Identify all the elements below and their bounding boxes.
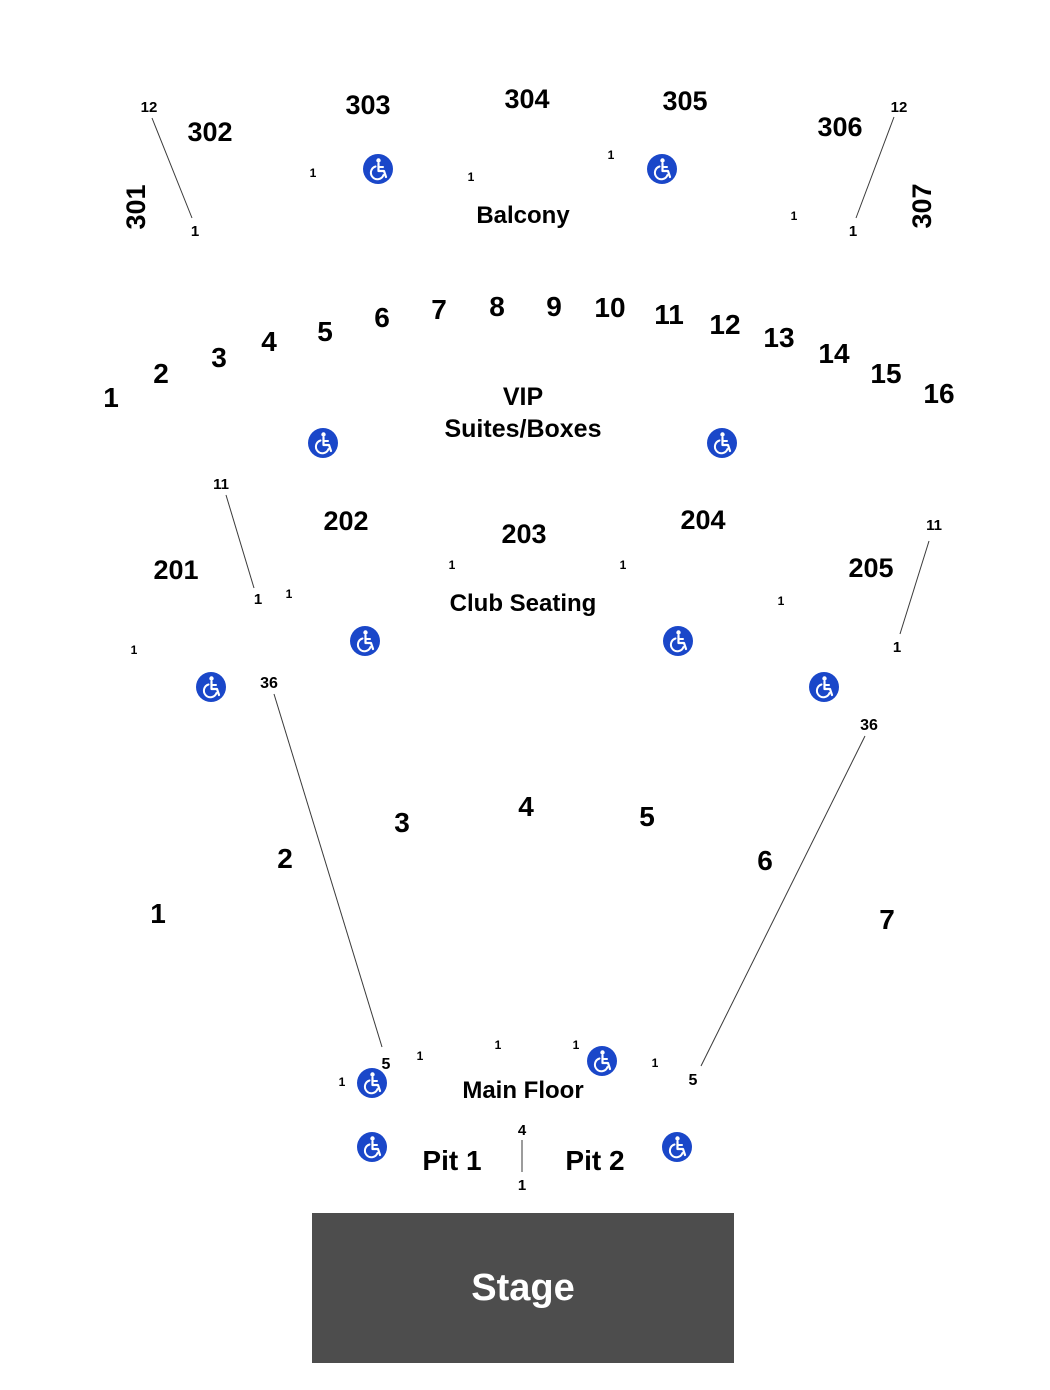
row-label: 1: [417, 1049, 424, 1063]
row-label: 1: [573, 1038, 580, 1052]
row-label: 1: [518, 1177, 526, 1194]
vip-box-13[interactable]: 13: [763, 322, 794, 353]
floor-right-row-line: [700, 735, 866, 1067]
floor-section-5[interactable]: 5: [639, 801, 655, 832]
vip-box-16[interactable]: 16: [923, 378, 954, 409]
row-label: 1: [131, 643, 138, 657]
main-floor-label: Main Floor: [462, 1077, 583, 1104]
club-section-201[interactable]: 201: [153, 555, 198, 585]
vip-box-5[interactable]: 5: [317, 316, 333, 347]
stage: Stage: [312, 1213, 734, 1363]
floor-section-6[interactable]: 6: [757, 845, 773, 876]
floor-section-3[interactable]: 3: [394, 807, 410, 838]
balcony-right-row-line: [855, 116, 895, 219]
row-label: 1: [893, 639, 901, 656]
row-label: 1: [849, 223, 857, 240]
club-section-202[interactable]: 202: [323, 506, 368, 536]
wheelchair-icon: [355, 1130, 389, 1164]
club-section-203[interactable]: 203: [501, 519, 546, 549]
row-label: 1: [191, 223, 199, 240]
stage-block: [312, 1213, 734, 1363]
club-right-row-line: [899, 540, 930, 635]
wheelchair-icon: [645, 152, 679, 186]
row-label: 36: [260, 675, 278, 692]
vip-level: 1 2 3 4 5 6 7 8 9 10 11 12 13 14 15 16 V…: [103, 291, 955, 460]
row-label: 11: [926, 517, 942, 534]
row-label: 1: [339, 1075, 346, 1089]
wheelchair-icon: [355, 1066, 389, 1100]
club-label: Club Seating: [450, 590, 597, 617]
vip-box-6[interactable]: 6: [374, 302, 390, 333]
wheelchair-icon: [306, 426, 340, 460]
vip-box-10[interactable]: 10: [594, 292, 625, 323]
balcony-left-row-line: [151, 117, 193, 219]
vip-box-2[interactable]: 2: [153, 358, 169, 389]
vip-box-3[interactable]: 3: [211, 342, 227, 373]
row-label: 1: [791, 209, 798, 223]
floor-section-1[interactable]: 1: [150, 898, 166, 929]
club-left-row-line: [225, 494, 255, 589]
row-label: 4: [518, 1122, 527, 1139]
wheelchair-icon: [660, 1130, 694, 1164]
row-label: 1: [778, 594, 785, 608]
balcony-section-307[interactable]: 307: [907, 183, 937, 228]
floor-section-4[interactable]: 4: [518, 791, 534, 822]
balcony-section-302[interactable]: 302: [187, 117, 232, 147]
vip-box-15[interactable]: 15: [870, 358, 901, 389]
vip-box-1[interactable]: 1: [103, 382, 119, 413]
balcony-label: Balcony: [476, 202, 570, 229]
pit-level: Pit 1 Pit 2 4 1: [355, 1122, 694, 1194]
balcony-section-305[interactable]: 305: [662, 86, 707, 116]
row-label: 1: [652, 1056, 659, 1070]
floor-section-2[interactable]: 2: [277, 843, 293, 874]
floor-left-row-line: [273, 693, 383, 1048]
pit-section-2[interactable]: Pit 2: [565, 1145, 624, 1176]
wheelchair-icon: [361, 152, 395, 186]
row-label: 1: [254, 591, 262, 608]
row-label: 1: [449, 558, 456, 572]
vip-box-7[interactable]: 7: [431, 294, 447, 325]
main-floor-level: 1 2 3 4 5 6 7 Main Floor 36 5 36 5 1 1 1…: [150, 675, 895, 1104]
vip-box-12[interactable]: 12: [709, 309, 740, 340]
row-label: 12: [141, 99, 158, 116]
vip-label-line2: Suites/Boxes: [444, 415, 601, 443]
row-label: 1: [608, 148, 615, 162]
wheelchair-icon: [194, 670, 228, 704]
row-label: 1: [468, 170, 475, 184]
row-label: 12: [891, 99, 908, 116]
balcony-section-304[interactable]: 304: [504, 84, 549, 114]
vip-box-9[interactable]: 9: [546, 291, 562, 322]
row-label: 36: [860, 717, 878, 734]
wheelchair-icon: [807, 670, 841, 704]
pit-section-1[interactable]: Pit 1: [422, 1145, 481, 1176]
row-label: 1: [310, 166, 317, 180]
floor-section-7[interactable]: 7: [879, 904, 895, 935]
row-label: 5: [382, 1056, 391, 1073]
club-section-204[interactable]: 204: [680, 505, 725, 535]
wheelchair-icon: [661, 624, 695, 658]
wheelchair-icon: [705, 426, 739, 460]
vip-box-11[interactable]: 11: [654, 299, 684, 330]
wheelchair-icon: [348, 624, 382, 658]
row-label: 1: [620, 558, 627, 572]
vip-label-line1: VIP: [503, 383, 543, 411]
row-label: 1: [495, 1038, 502, 1052]
balcony-section-306[interactable]: 306: [817, 112, 862, 142]
club-level: 201 202 203 204 205 Club Seating 11 1 1 …: [131, 476, 942, 704]
row-label: 5: [689, 1072, 698, 1089]
vip-box-8[interactable]: 8: [489, 291, 505, 322]
club-section-205[interactable]: 205: [848, 553, 893, 583]
stage-label: Stage: [471, 1267, 574, 1309]
vip-box-4[interactable]: 4: [261, 326, 277, 357]
wheelchair-icon: [585, 1044, 619, 1078]
row-label: 11: [213, 476, 229, 493]
row-label: 1: [286, 587, 293, 601]
vip-box-14[interactable]: 14: [818, 338, 850, 369]
balcony-section-301[interactable]: 301: [121, 184, 151, 229]
balcony-level: 301 302 303 304 305 306 307 Balcony 12 1…: [121, 84, 937, 240]
balcony-section-303[interactable]: 303: [345, 90, 390, 120]
